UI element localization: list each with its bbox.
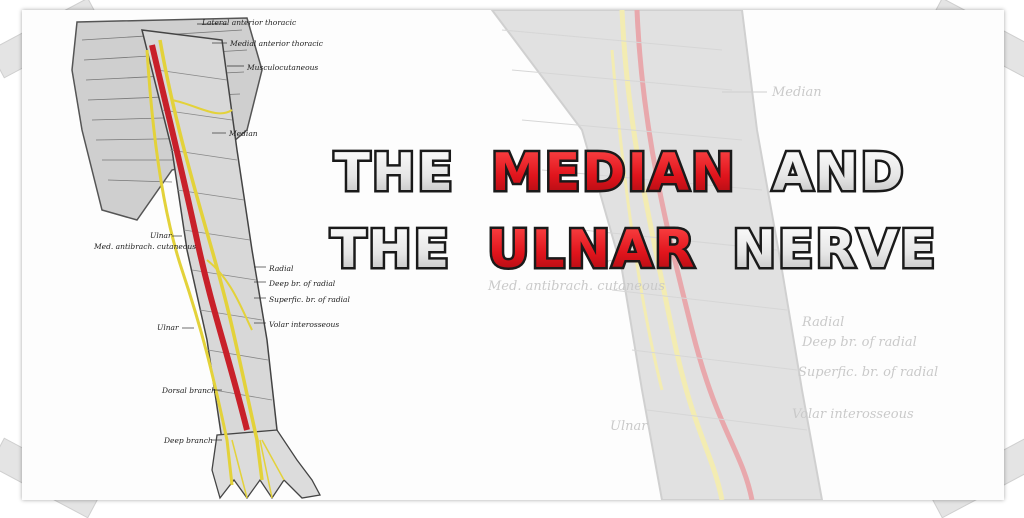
headline-line-1-before: THE <box>334 143 455 203</box>
label-ulnar: Ulnar <box>150 231 172 240</box>
headline: THE MEDIAN AND THE ULNAR NERVE <box>328 141 938 283</box>
headline-line-2: THE ULNAR NERVE <box>331 220 938 280</box>
label-median: Median <box>228 129 258 138</box>
headline-line-1: THE MEDIAN AND <box>334 143 905 203</box>
label-ulnar-lower: Ulnar <box>157 323 179 332</box>
label-med-antibrach-cutaneous: Med. antibrach. cutaneous <box>93 242 196 251</box>
arm-nerve-illustration: Lateral anterior thoracic Medial anterio… <box>71 17 350 500</box>
headline-line-1-after: AND <box>773 143 906 203</box>
wm-label-med-antibrach: Med. antibrach. cutaneous <box>487 279 665 294</box>
label-dorsal-branch: Dorsal branch <box>161 386 216 395</box>
wm-label-deep-br-radial: Deep br. of radial <box>801 335 917 350</box>
headline-line-2-before: THE <box>331 220 452 280</box>
thumbnail-card: Median Ulnar Med. antibrach. cutaneous R… <box>22 10 1004 500</box>
label-deep-branch: Deep branch <box>163 436 213 445</box>
label-medial-anterior-thoracic: Medial anterior thoracic <box>229 39 324 48</box>
label-radial: Radial <box>268 264 294 273</box>
label-deep-br-of-radial: Deep br. of radial <box>268 279 336 288</box>
headline-highlight-ulnar: ULNAR <box>487 220 696 280</box>
wm-label-volar: Volar interosseous <box>792 407 914 422</box>
wm-label-radial: Radial <box>801 315 844 330</box>
wm-label-ulnar: Ulnar <box>590 256 628 271</box>
headline-line-2-after: NERVE <box>733 220 938 280</box>
wm-label-superfic-radial: Superfic. br. of radial <box>798 365 938 380</box>
label-volar-interosseous: Volar interosseous <box>269 320 339 329</box>
wm-label-ulnar-lower: Ulnar <box>610 419 648 434</box>
label-superfic-br-of-radial: Superfic. br. of radial <box>269 295 350 304</box>
label-lateral-anterior-thoracic: Lateral anterior thoracic <box>201 18 297 27</box>
headline-highlight-median: MEDIAN <box>491 143 737 203</box>
wm-label-median: Median <box>771 85 822 100</box>
label-musculocutaneous: Musculocutaneous <box>246 63 318 72</box>
watermark-arm-illustration: Median Ulnar Med. antibrach. cutaneous R… <box>487 10 938 500</box>
